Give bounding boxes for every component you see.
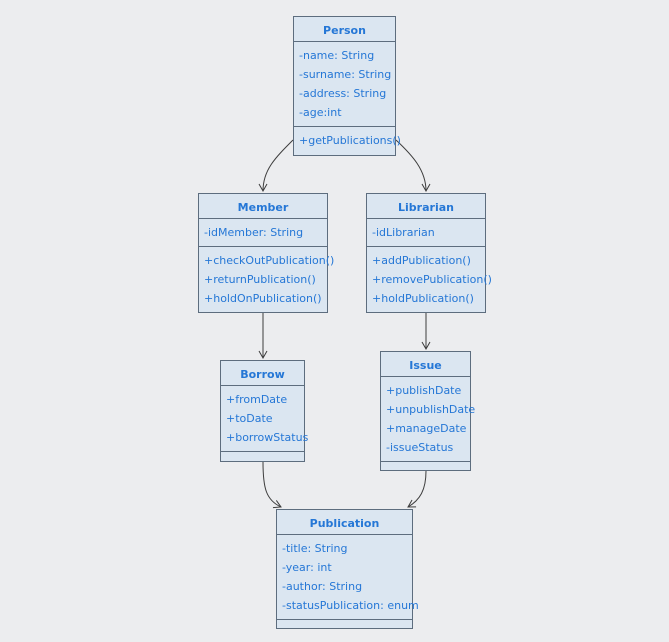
attribute: -year: int <box>282 561 332 574</box>
class-librarian[interactable]: Librarian -idLibrarian +addPublication() +r… <box>366 193 492 313</box>
attribute: -name: String <box>299 49 375 62</box>
methods-section <box>381 462 470 471</box>
class-name: Librarian <box>367 194 485 219</box>
method: +getPublications() <box>299 134 401 147</box>
attribute: -idMember: String <box>204 226 304 239</box>
class-name: Publication <box>277 510 412 535</box>
relation-issue-publication <box>407 470 427 508</box>
attribute: +fromDate <box>226 393 288 406</box>
class-member[interactable]: Member -idMember: String +checkOutPublicat… <box>198 193 335 313</box>
attribute: +publishDate <box>386 384 462 397</box>
class-name: Member <box>199 194 327 219</box>
class-name: Issue <box>381 352 470 377</box>
attribute: -statusPublication: enum <box>282 599 419 612</box>
class-name: Person <box>294 17 395 42</box>
class-person[interactable]: Person -name: String -surname: String -addr… <box>293 16 401 156</box>
attribute: -surname: String <box>299 68 392 81</box>
attribute: -address: String <box>299 87 387 100</box>
method: +checkOutPublication() <box>204 254 335 267</box>
attributes-section: +publishDate +unpublishDate +manageDate -is… <box>381 377 476 462</box>
method: +holdOnPublication() <box>204 292 322 305</box>
class-publication[interactable]: Publication -title: String -year: int -auth… <box>276 509 419 629</box>
attribute: +borrowStatus <box>226 431 309 444</box>
attributes-section: -name: String -surname: String -address: S… <box>294 42 395 127</box>
relation-borrow-publication <box>262 461 282 509</box>
methods-section: +getPublications() <box>294 127 401 154</box>
methods-section: +checkOutPublication() +returnPublication… <box>199 247 335 312</box>
method: +holdPublication() <box>372 292 474 305</box>
attributes-section: -idMember: String <box>199 219 327 247</box>
attributes-section: -idLibrarian <box>367 219 485 247</box>
method: +addPublication() <box>372 254 471 267</box>
methods-section: +addPublication() +removePublication() +ho… <box>367 247 492 312</box>
attribute: -issueStatus <box>386 441 454 454</box>
relation-person-member <box>258 139 294 193</box>
class-borrow[interactable]: Borrow +fromDate +toDate +borrowStatus <box>220 360 309 462</box>
class-name: Borrow <box>221 361 304 386</box>
class-issue[interactable]: Issue +publishDate +unpublishDate +manageDa… <box>380 351 476 471</box>
attribute: +manageDate <box>386 422 467 435</box>
attribute: -author: String <box>282 580 363 593</box>
attribute: -age:int <box>299 106 342 119</box>
attributes-section: +fromDate +toDate +borrowStatus <box>221 386 309 452</box>
methods-section <box>221 452 304 461</box>
methods-section <box>277 620 412 629</box>
attribute: -idLibrarian <box>372 226 435 239</box>
attribute: -title: String <box>282 542 348 555</box>
attribute: +toDate <box>226 412 273 425</box>
method: +returnPublication() <box>204 273 316 286</box>
attribute: +unpublishDate <box>386 403 476 416</box>
method: +removePublication() <box>372 273 492 286</box>
relation-person-librarian <box>395 139 431 193</box>
attributes-section: -title: String -year: int -author: String -… <box>277 535 419 620</box>
